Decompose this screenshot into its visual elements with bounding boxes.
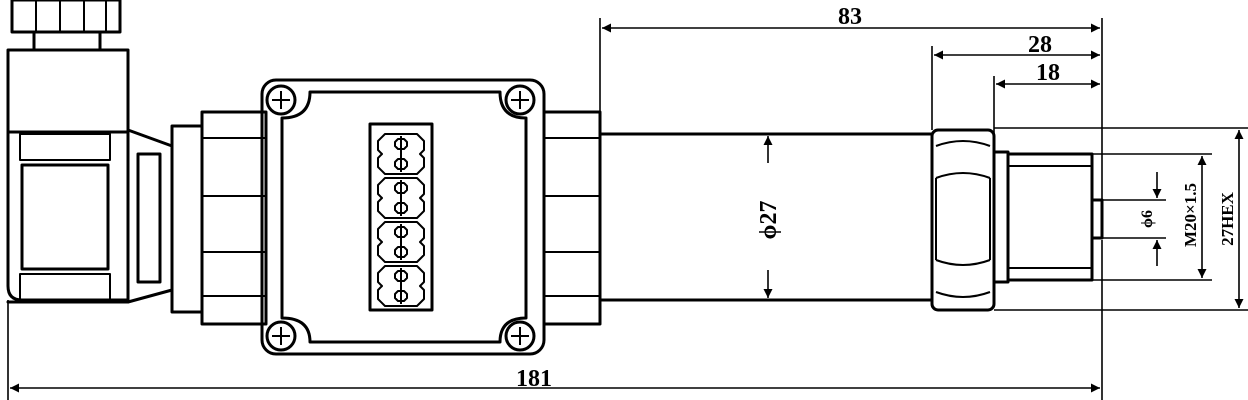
display-digit-4 — [377, 265, 425, 307]
screw-icon — [504, 84, 536, 116]
dimension-sensor-length: 83 — [599, 4, 1103, 200]
display-housing — [260, 78, 546, 356]
hex-nut — [930, 128, 996, 312]
dim-thread-length: 18 — [1036, 60, 1060, 86]
dim-sensor-length: 83 — [838, 4, 862, 30]
dimension-overall: 181 — [7, 240, 1103, 400]
display-digit-2 — [377, 177, 425, 219]
dimension-body-diameter: ϕ27 — [756, 136, 782, 298]
thread-fitting — [992, 150, 1104, 284]
screw-icon — [504, 320, 536, 352]
dimension-thread-length: 18 — [993, 60, 1100, 152]
connector-plug — [6, 0, 174, 304]
connector-sleeve — [170, 110, 268, 326]
dimension-hex-to-end: 28 — [931, 32, 1100, 130]
display-digit-1 — [377, 133, 425, 175]
dim-port-diameter: ϕ6 — [1139, 210, 1156, 228]
screw-icon — [265, 320, 297, 352]
sensor-tube — [598, 132, 934, 302]
digital-display — [368, 122, 434, 312]
dimension-port-diameter: ϕ6 — [1102, 172, 1166, 266]
dim-overall-length: 181 — [516, 366, 552, 392]
dim-hex-to-end: 28 — [1028, 32, 1052, 58]
dim-hex-size: 27HEX — [1218, 191, 1237, 246]
dim-thread-spec: M20×1.5 — [1181, 183, 1200, 247]
dimension-hex-size: 27HEX — [994, 127, 1248, 311]
dimension-thread-spec: M20×1.5 — [1092, 153, 1212, 281]
dim-body-diameter: ϕ27 — [756, 201, 782, 240]
screw-icon — [265, 84, 297, 116]
neck-sleeve — [542, 110, 602, 326]
display-digit-3 — [377, 221, 425, 263]
